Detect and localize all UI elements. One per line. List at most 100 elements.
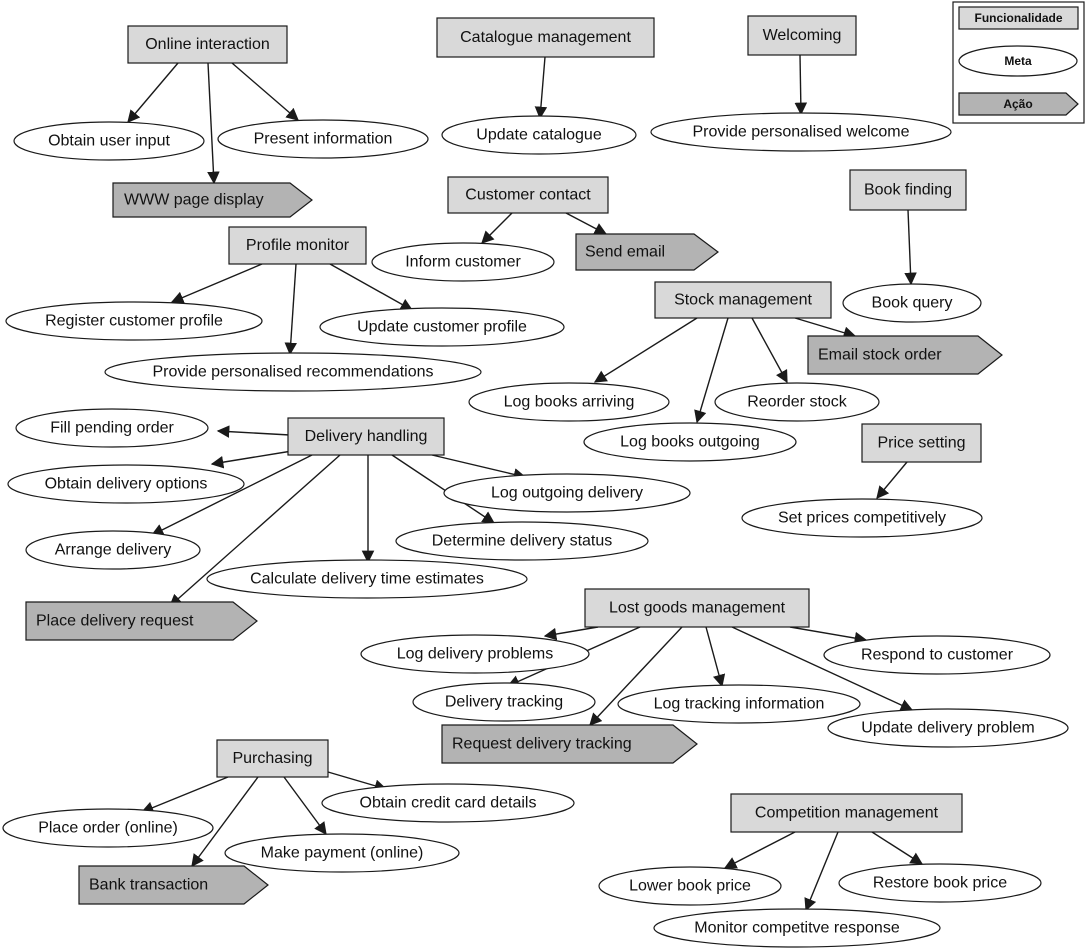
edge-lost-goods-to-update-delivery-problem <box>731 626 914 711</box>
goal-obtain-user-input[interactable]: Obtain user input <box>13 121 205 161</box>
edge-purchasing-to-make-payment <box>283 776 327 836</box>
func-customer-contact[interactable]: Customer contact <box>447 176 609 214</box>
goal-delivery-tracking[interactable]: Delivery tracking <box>412 682 596 722</box>
edge-profile-to-recommendations <box>284 263 298 356</box>
goal-fill-pending-order[interactable]: Fill pending order <box>15 408 209 448</box>
edge-competition-to-restore-book-price <box>871 831 924 865</box>
goal-log-tracking-information[interactable]: Log tracking information <box>617 684 861 724</box>
func-stock-management-label: Stock management <box>674 292 812 309</box>
action-place-delivery-request[interactable]: Place delivery request <box>25 601 258 641</box>
goal-restore-book-price[interactable]: Restore book price <box>838 863 1042 903</box>
goal-update-customer-profile-label: Update customer profile <box>357 319 527 336</box>
legend-functionality-label: Funcionalidade <box>974 11 1062 25</box>
func-competition-management[interactable]: Competition management <box>730 793 963 833</box>
goal-reorder-stock-label: Reorder stock <box>747 394 848 411</box>
goal-update-delivery-problem-label: Update delivery problem <box>861 720 1034 737</box>
func-price-setting-label: Price setting <box>877 435 965 452</box>
action-bank-transaction[interactable]: Bank transaction <box>78 865 269 905</box>
edge-purchasing-to-credit-card-details <box>327 771 388 792</box>
goal-log-books-outgoing-label: Log books outgoing <box>620 434 760 451</box>
goal-place-order-online[interactable]: Place order (online) <box>2 808 214 848</box>
func-book-finding-label: Book finding <box>864 182 952 199</box>
func-lost-goods-management[interactable]: Lost goods management <box>584 588 810 628</box>
goal-monitor-competitive-response-label: Monitor competitve response <box>694 920 900 937</box>
action-send-email[interactable]: Send email <box>575 233 719 271</box>
func-welcoming-label: Welcoming <box>763 27 842 44</box>
edge-lost-goods-to-log-delivery-problems <box>543 626 599 641</box>
edge-stock-to-reorder-stock <box>751 317 788 384</box>
goal-delivery-tracking-label: Delivery tracking <box>445 694 563 711</box>
edge-welcoming-to-provide-welcome <box>794 54 808 116</box>
action-www-page-display[interactable]: WWW page display <box>112 182 313 218</box>
goal-arrange-delivery[interactable]: Arrange delivery <box>25 530 201 570</box>
func-delivery-handling[interactable]: Delivery handling <box>287 417 445 456</box>
goal-update-delivery-problem[interactable]: Update delivery problem <box>827 708 1069 748</box>
goal-determine-delivery-status-label: Determine delivery status <box>432 533 613 550</box>
functionality-nodes: Online interaction Catalogue management … <box>127 15 982 833</box>
action-request-delivery-tracking[interactable]: Request delivery tracking <box>441 724 698 764</box>
goal-determine-delivery-status[interactable]: Determine delivery status <box>395 521 649 561</box>
goal-update-catalogue[interactable]: Update catalogue <box>441 115 637 155</box>
goal-monitor-competitive-response[interactable]: Monitor competitve response <box>653 908 941 948</box>
goal-place-order-online-label: Place order (online) <box>38 820 178 837</box>
legend-action-label: Ação <box>1003 97 1032 111</box>
goal-present-information-label: Present information <box>254 131 393 148</box>
legend-goal-label: Meta <box>1004 54 1032 68</box>
func-purchasing-label: Purchasing <box>232 750 312 767</box>
goal-log-outgoing-delivery[interactable]: Log outgoing delivery <box>443 473 691 513</box>
func-catalogue-management[interactable]: Catalogue management <box>436 17 655 58</box>
func-profile-monitor[interactable]: Profile monitor <box>228 226 367 265</box>
func-welcoming[interactable]: Welcoming <box>747 15 857 56</box>
action-email-stock-order-label: Email stock order <box>818 347 942 364</box>
action-send-email-label: Send email <box>585 244 665 261</box>
edge-purchasing-to-place-order <box>140 776 229 814</box>
goal-log-books-arriving[interactable]: Log books arriving <box>468 382 670 422</box>
func-price-setting[interactable]: Price setting <box>861 423 982 463</box>
goal-respond-to-customer-label: Respond to customer <box>861 647 1014 664</box>
goal-set-prices-competitively[interactable]: Set prices competitively <box>741 498 983 538</box>
goal-present-information[interactable]: Present information <box>217 119 429 159</box>
func-online-interaction-label: Online interaction <box>145 36 270 53</box>
func-stock-management[interactable]: Stock management <box>654 281 832 319</box>
goal-provide-personalised-recommendations[interactable]: Provide personalised recommendations <box>104 352 482 392</box>
goal-log-books-outgoing[interactable]: Log books outgoing <box>583 422 797 462</box>
goal-make-payment-online[interactable]: Make payment (online) <box>224 833 460 873</box>
edge-book-finding-to-book-query <box>904 209 917 286</box>
goal-provide-personalised-welcome[interactable]: Provide personalised welcome <box>650 112 952 152</box>
goal-update-catalogue-label: Update catalogue <box>476 127 602 144</box>
edge-competition-to-lower-book-price <box>723 831 796 869</box>
edge-competition-to-monitor-response <box>804 831 839 912</box>
func-online-interaction[interactable]: Online interaction <box>127 25 288 64</box>
edge-contact-to-inform-customer <box>481 212 513 244</box>
edge-contact-to-send-email <box>565 212 608 235</box>
goal-reorder-stock[interactable]: Reorder stock <box>714 382 880 422</box>
goal-log-books-arriving-label: Log books arriving <box>504 394 635 411</box>
action-nodes: WWW page display Send email Email stock … <box>25 182 1003 905</box>
edge-profile-to-register-profile <box>170 263 263 304</box>
goal-calculate-delivery-time-estimates-label: Calculate delivery time estimates <box>250 571 484 588</box>
legend: Funcionalidade Meta Ação <box>952 1 1085 124</box>
action-request-delivery-tracking-label: Request delivery tracking <box>452 736 632 753</box>
edge-lost-goods-to-log-tracking-information <box>705 626 726 688</box>
edge-catalogue-to-update-catalogue <box>534 56 548 120</box>
goal-update-customer-profile[interactable]: Update customer profile <box>319 307 565 347</box>
action-www-page-display-label: WWW page display <box>124 192 264 209</box>
goal-obtain-credit-card-details[interactable]: Obtain credit card details <box>321 783 575 823</box>
goal-log-delivery-problems[interactable]: Log delivery problems <box>360 634 590 674</box>
goal-lower-book-price[interactable]: Lower book price <box>598 866 782 906</box>
edge-purchasing-to-bank-transaction <box>191 776 259 868</box>
goal-calculate-delivery-time-estimates[interactable]: Calculate delivery time estimates <box>206 559 528 599</box>
goal-respond-to-customer[interactable]: Respond to customer <box>823 635 1051 675</box>
func-catalogue-management-label: Catalogue management <box>460 29 631 46</box>
edge-profile-to-update-profile <box>329 263 414 311</box>
goal-inform-customer[interactable]: Inform customer <box>371 242 555 282</box>
goal-register-customer-profile[interactable]: Register customer profile <box>5 301 263 341</box>
goal-register-customer-profile-label: Register customer profile <box>45 313 223 330</box>
func-purchasing[interactable]: Purchasing <box>216 739 329 778</box>
action-place-delivery-request-label: Place delivery request <box>36 613 194 630</box>
action-email-stock-order[interactable]: Email stock order <box>807 335 1003 375</box>
goal-book-query[interactable]: Book query <box>842 283 982 323</box>
func-book-finding[interactable]: Book finding <box>849 169 967 211</box>
goal-obtain-delivery-options[interactable]: Obtain delivery options <box>7 464 245 504</box>
